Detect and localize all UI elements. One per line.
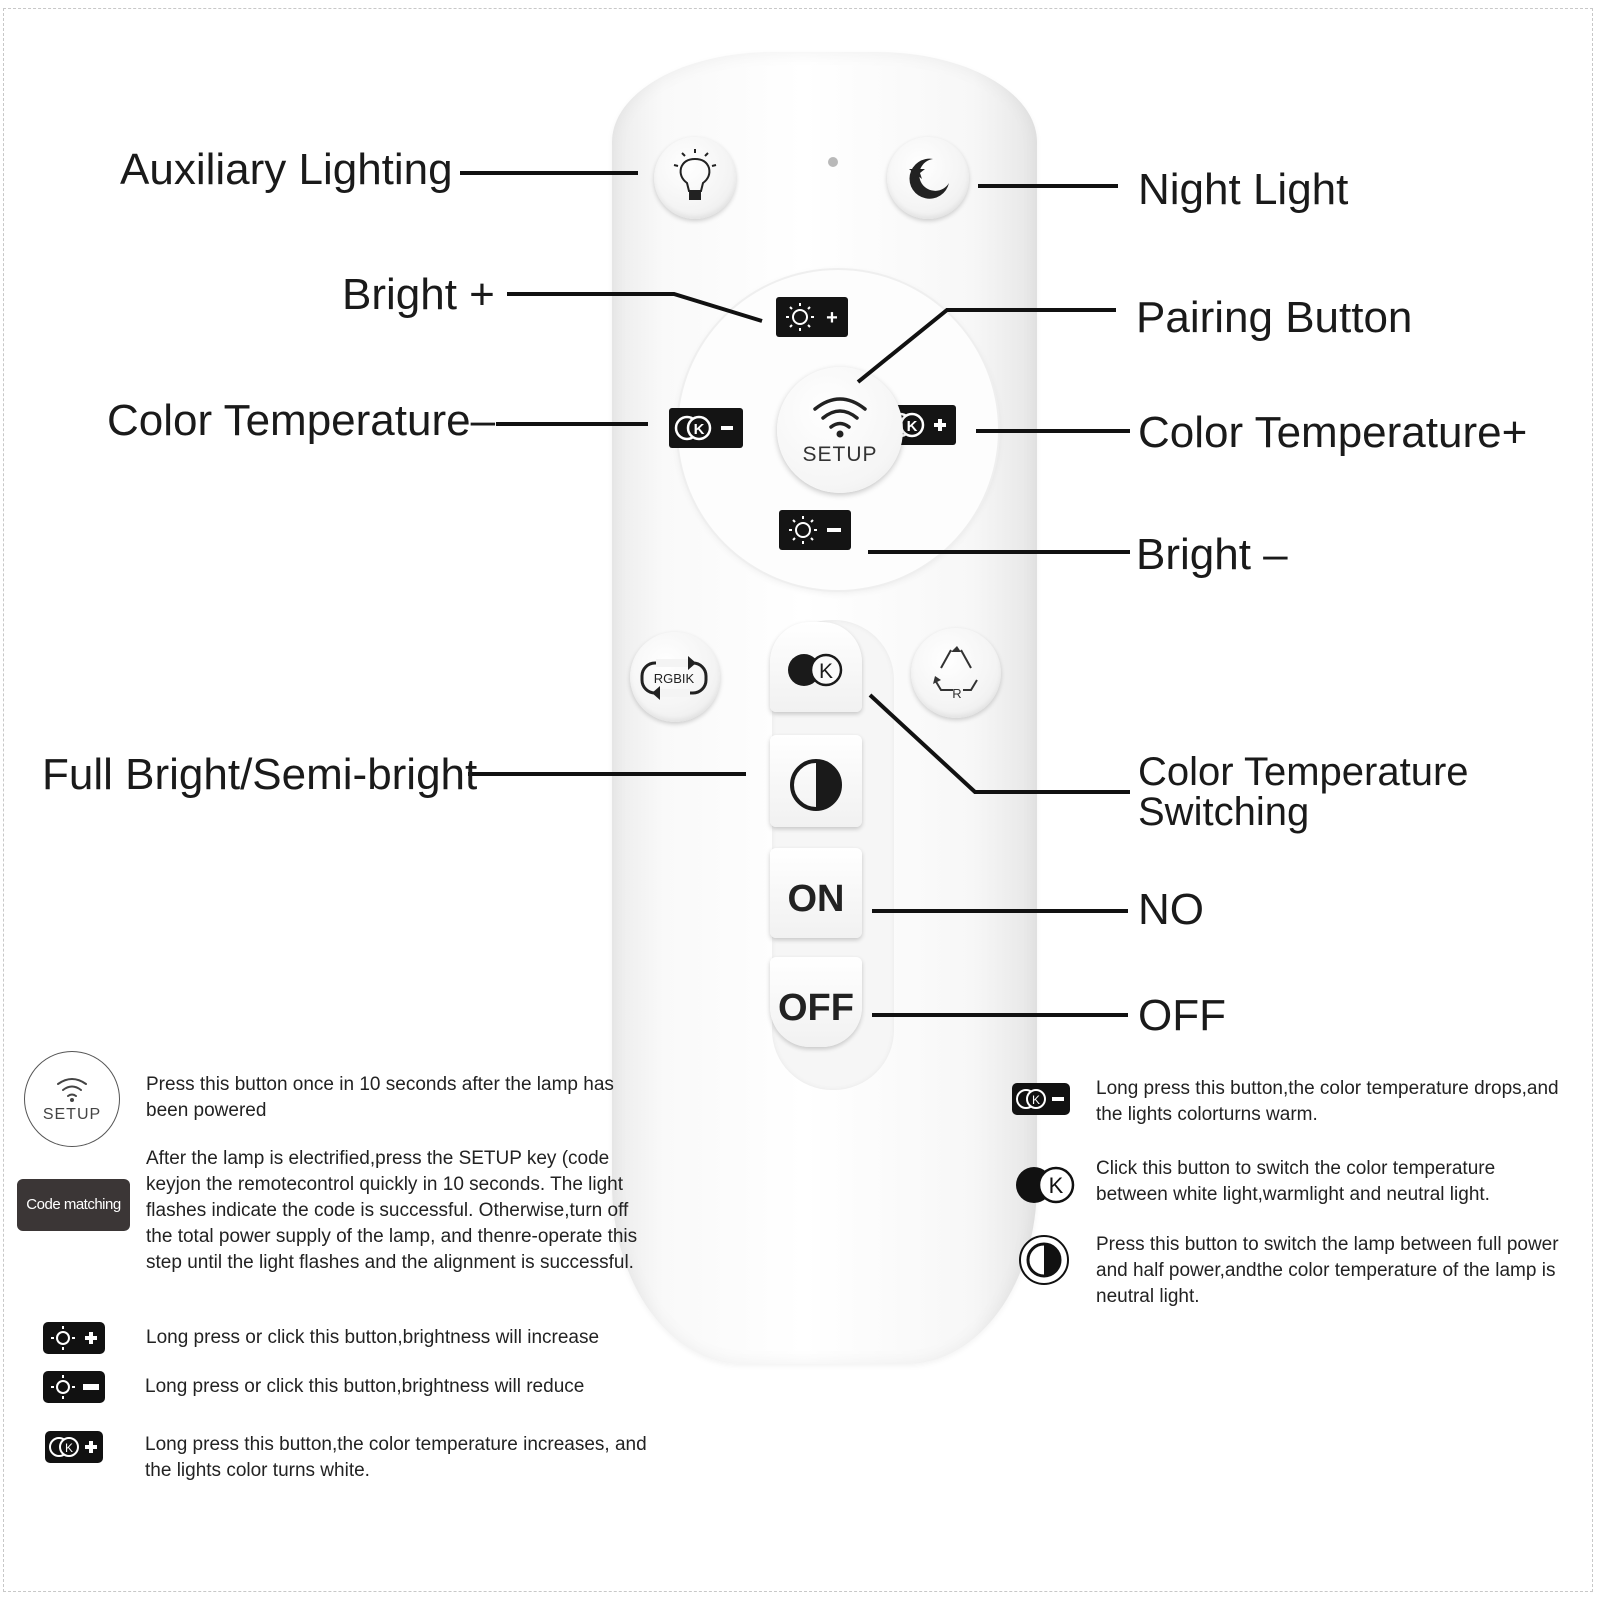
rgb-label: RGBIK: [654, 671, 695, 686]
label-on: NO: [1138, 885, 1204, 934]
bright-plus-button[interactable]: +: [776, 297, 848, 337]
legend-full-half-text: Press this button to switch the lamp bet…: [1096, 1234, 1559, 1307]
legend-setup-text: Press this button once in 10 seconds aft…: [146, 1074, 614, 1121]
legend-half-circle-icon: [1019, 1235, 1069, 1285]
bright-minus-button[interactable]: [779, 510, 851, 550]
full-semi-bright-button[interactable]: [770, 735, 862, 827]
label-color-temp-switching-line2: Switching: [1138, 790, 1310, 834]
r-letter: R: [952, 686, 961, 701]
night-light-button[interactable]: [887, 137, 969, 219]
label-auxiliary-lighting: Auxiliary Lighting: [120, 145, 453, 194]
color-temp-switch-button[interactable]: K: [770, 622, 862, 712]
legend-bright-minus-text: Long press or click this button,brightne…: [145, 1376, 585, 1397]
legend-bright-plus-icon: [43, 1322, 105, 1354]
label-color-temp-minus: Color Temperature–: [107, 396, 496, 445]
legend-ct-minus-text: Long press this button,the color tempera…: [1096, 1078, 1559, 1125]
dashed-frame: [3, 8, 1593, 1592]
legend-setup-icon: SETUP: [24, 1051, 120, 1147]
wifi-icon: [813, 397, 867, 438]
k-switch-icon: K: [788, 653, 843, 687]
auxiliary-lighting-button[interactable]: [654, 137, 736, 219]
legend-ct-minus-icon: K: [1012, 1083, 1070, 1115]
setup-label: SETUP: [802, 443, 878, 466]
legend-bright-minus-icon: [43, 1371, 105, 1403]
label-off: OFF: [1138, 991, 1226, 1040]
sun-plus-icon: +: [786, 303, 838, 331]
label-color-temp-plus: Color Temperature+: [1138, 408, 1528, 457]
rgb-cycle-button[interactable]: RGBIK: [630, 632, 720, 722]
color-temp-minus-icon: K: [674, 415, 733, 441]
legend-wifi-icon: [57, 1078, 87, 1102]
ir-emitter-icon: [828, 157, 838, 167]
rgb-cycle-icon: RGBIK: [640, 656, 708, 700]
label-night-light: Night Light: [1138, 165, 1349, 214]
code-matching-badge: Code matching: [17, 1179, 130, 1231]
moon-star-icon: [909, 158, 949, 199]
svg-text:K: K: [694, 421, 705, 438]
legend-setup-label: SETUP: [42, 1106, 102, 1123]
on-button-label: ON: [787, 878, 845, 920]
legend-ct-switch-text: Click this button to switch the color te…: [1096, 1158, 1496, 1205]
legend-k-switch-icon: K: [1016, 1166, 1075, 1204]
k-letter: K: [819, 660, 833, 683]
off-button-label: OFF: [778, 987, 854, 1029]
svg-text:K: K: [1049, 1173, 1064, 1198]
bulb-icon: [673, 149, 717, 200]
svg-text:K: K: [65, 1441, 73, 1455]
legend-code-matching-text: After the lamp is electrified,press the …: [146, 1148, 638, 1273]
color-temp-minus-button[interactable]: K: [669, 408, 743, 448]
svg-text:K: K: [907, 418, 918, 435]
setup-pairing-button[interactable]: SETUP: [777, 367, 903, 493]
recycle-icon: R: [933, 646, 978, 701]
label-color-temp-switching: Color Temperature Switching: [1138, 752, 1469, 832]
sun-minus-icon: [789, 516, 841, 544]
off-button[interactable]: OFF: [770, 957, 862, 1047]
bright-plus-sign: +: [826, 307, 838, 329]
label-pairing-button: Pairing Button: [1136, 293, 1413, 342]
color-cycle-button[interactable]: R: [911, 628, 1001, 718]
label-full-semi-bright: Full Bright/Semi-bright: [42, 750, 478, 799]
legend-ct-plus-text: Long press this button,the color tempera…: [145, 1434, 647, 1481]
half-circle-icon: [790, 759, 842, 811]
legend-bright-plus-text: Long press or click this button,brightne…: [146, 1327, 600, 1348]
label-bright-minus: Bright –: [1136, 530, 1288, 579]
label-bright-plus: Bright +: [342, 270, 495, 319]
legend-ct-plus-icon: K: [45, 1431, 103, 1463]
label-color-temp-switching-line1: Color Temperature: [1138, 750, 1469, 794]
svg-text:K: K: [1032, 1093, 1040, 1107]
on-button[interactable]: ON: [770, 848, 862, 938]
